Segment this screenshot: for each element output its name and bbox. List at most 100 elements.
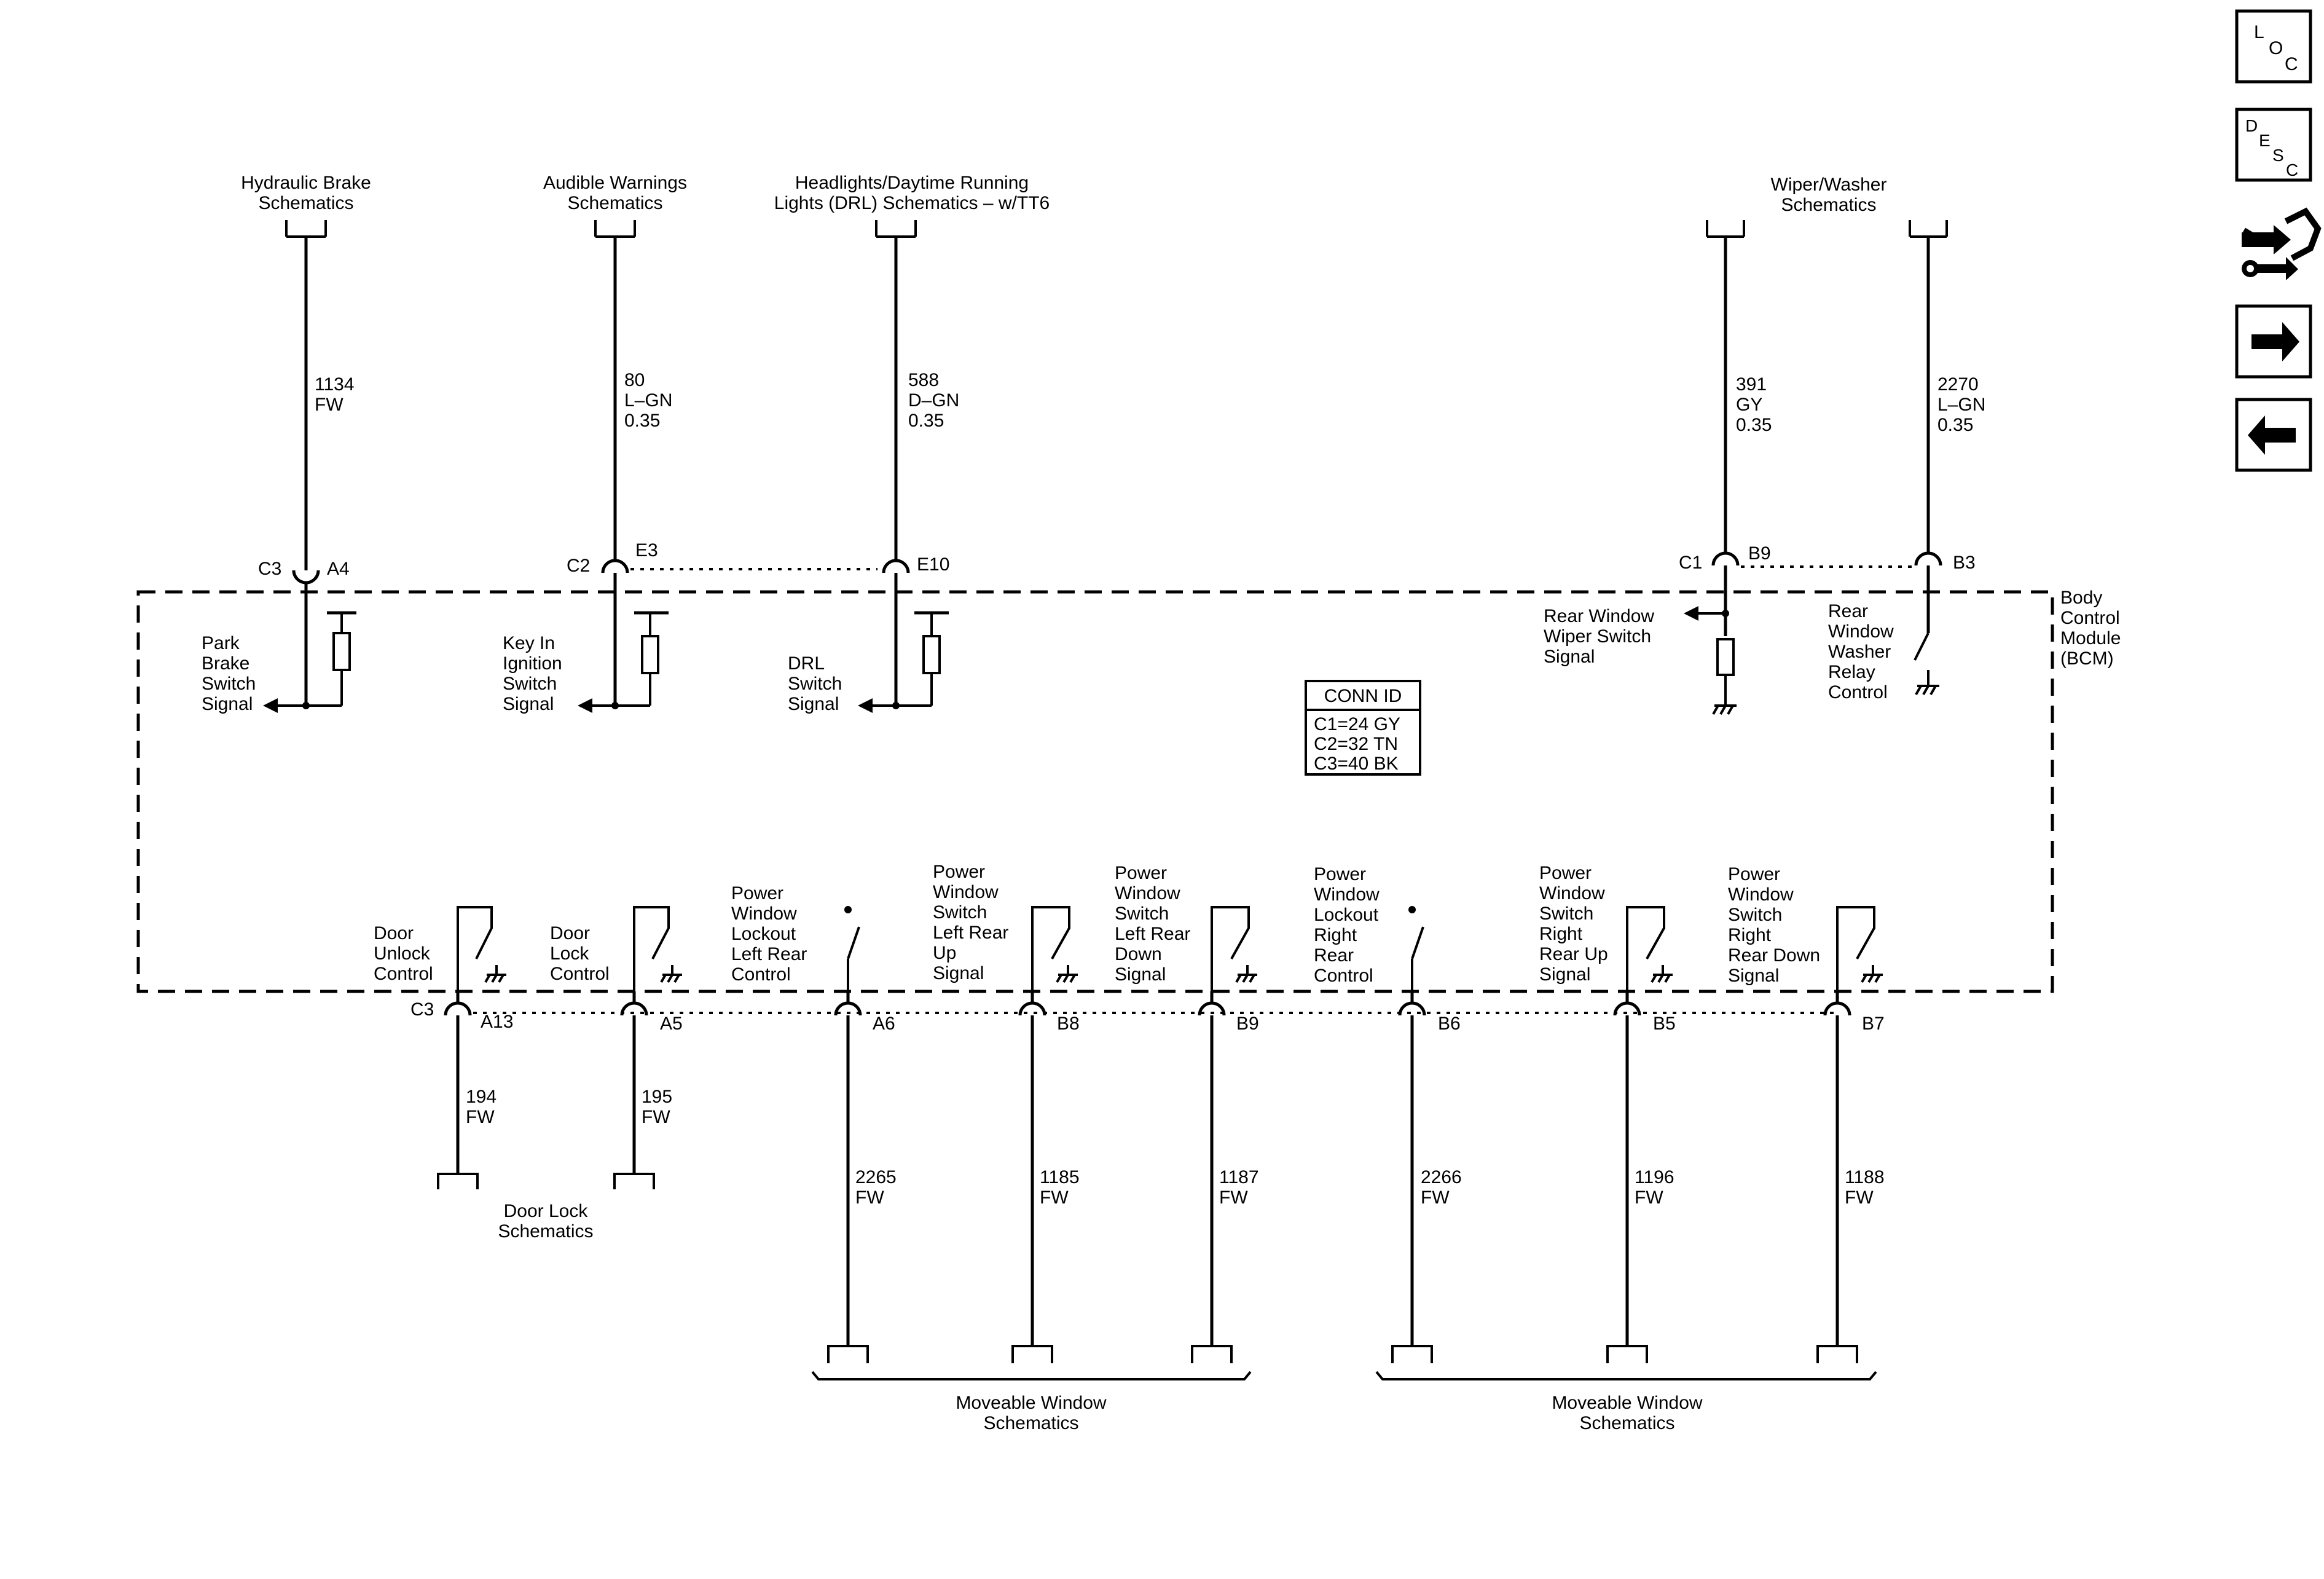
- svg-text:Window: Window: [1539, 883, 1605, 904]
- ref-audible-warnings-schematics[interactable]: Audible Warnings Schematics: [543, 173, 687, 213]
- svg-text:0.35: 0.35: [1736, 415, 1772, 435]
- svg-text:0.35: 0.35: [908, 411, 944, 431]
- ref-door-lock-schematics[interactable]: Door Lock Schematics: [498, 1201, 593, 1242]
- label-power-window-switch-left-rear-down-signal: Power Window Switch Left Rear Down Signa…: [1115, 863, 1190, 985]
- ref-hydraulic-brake-schematics[interactable]: Hydraulic Brake Schematics: [241, 173, 371, 213]
- svg-text:Unlock: Unlock: [374, 943, 431, 964]
- svg-text:Control: Control: [2060, 608, 2120, 628]
- svg-text:Switch: Switch: [1728, 905, 1782, 925]
- svg-text:Right: Right: [1728, 925, 1772, 945]
- loc-button[interactable]: L O C: [2235, 9, 2312, 84]
- label-power-window-switch-right-rear-up-signal: Power Window Switch Right Rear Up Signal: [1539, 863, 1608, 985]
- svg-text:Control: Control: [731, 964, 791, 985]
- svg-text:E3: E3: [635, 540, 658, 561]
- svg-text:FW: FW: [1421, 1187, 1450, 1208]
- ref-headlights-drl-schematics[interactable]: Headlights/Daytime Running Lights (DRL) …: [774, 173, 1050, 213]
- circuit-lockout-right-rear: [1391, 906, 1433, 1363]
- pin-b5: B5: [1653, 1014, 1676, 1034]
- svg-text:Signal: Signal: [202, 694, 253, 714]
- svg-text:Lockout: Lockout: [731, 924, 796, 944]
- svg-text:Switch: Switch: [933, 902, 987, 923]
- svg-text:0.35: 0.35: [624, 411, 660, 431]
- svg-text:Switch: Switch: [1539, 904, 1593, 924]
- ground-icon: [1056, 965, 1078, 983]
- svg-text:(BCM): (BCM): [2060, 648, 2114, 669]
- svg-text:Right: Right: [1314, 925, 1357, 945]
- svg-text:C2: C2: [567, 556, 590, 576]
- rear-wiper-pulldown: [1684, 606, 1737, 715]
- svg-text:FW: FW: [466, 1107, 495, 1127]
- signal-arrow-icon: [1684, 606, 1698, 621]
- svg-text:Washer: Washer: [1828, 642, 1891, 662]
- ref-moveable-window-schematics-right[interactable]: Moveable Window Schematics: [1552, 1393, 1702, 1433]
- svg-text:S: S: [2272, 146, 2284, 165]
- svg-text:B3: B3: [1953, 553, 1976, 573]
- svg-text:Moveable Window: Moveable Window: [1552, 1393, 1702, 1413]
- moveable-window-bracket-left: [811, 1371, 1252, 1380]
- svg-text:Signal: Signal: [933, 963, 984, 983]
- svg-text:Relay: Relay: [1828, 662, 1875, 682]
- svg-text:Rear: Rear: [1828, 601, 1868, 621]
- svg-text:Power: Power: [1728, 864, 1780, 884]
- svg-text:Door: Door: [374, 923, 414, 943]
- desc-button[interactable]: D E S C: [2235, 108, 2312, 182]
- svg-text:Lights (DRL) Schematics – w/TT: Lights (DRL) Schematics – w/TT6: [774, 193, 1050, 213]
- svg-text:Ignition: Ignition: [503, 653, 562, 674]
- svg-text:1134: 1134: [315, 374, 355, 395]
- svg-text:Up: Up: [933, 943, 956, 963]
- circuit-right-rear-up: [1606, 906, 1673, 1363]
- label-power-window-lockout-left-rear-control: Power Window Lockout Left Rear Control: [731, 883, 807, 985]
- svg-text:1188: 1188: [1845, 1167, 1885, 1187]
- svg-text:Signal: Signal: [1544, 647, 1595, 667]
- svg-text:Lockout: Lockout: [1314, 905, 1379, 925]
- label-power-window-switch-left-rear-up-signal: Power Window Switch Left Rear Up Signal: [933, 862, 1008, 983]
- svg-text:L–GN: L–GN: [1937, 395, 1985, 415]
- svg-text:Power: Power: [731, 883, 783, 904]
- svg-text:Schematics: Schematics: [567, 193, 662, 213]
- svg-text:1185: 1185: [1040, 1167, 1080, 1187]
- ground-icon: [1651, 965, 1673, 983]
- keyin-pullup: [578, 611, 669, 713]
- wire-80: 80 L–GN 0.35: [594, 220, 672, 561]
- svg-text:588: 588: [908, 370, 939, 390]
- ground-icon: [660, 965, 682, 983]
- svg-text:2270: 2270: [1937, 374, 1979, 395]
- svg-text:Door: Door: [550, 923, 590, 943]
- svg-text:2265: 2265: [855, 1167, 897, 1187]
- svg-text:Schematics: Schematics: [498, 1221, 593, 1242]
- svg-text:Rear: Rear: [1314, 945, 1354, 966]
- svg-text:L–GN: L–GN: [624, 390, 672, 411]
- svg-text:1196: 1196: [1635, 1167, 1674, 1187]
- svg-text:391: 391: [1736, 374, 1767, 395]
- label-rear-window-washer-relay-control: Rear Window Washer Relay Control: [1828, 601, 1894, 703]
- conn-id-table: CONN ID C1=24 GY C2=32 TN C3=40 BK: [1305, 680, 1421, 776]
- svg-text:Signal: Signal: [1728, 966, 1779, 986]
- svg-text:Schematics: Schematics: [258, 193, 353, 213]
- svg-text:Signal: Signal: [503, 694, 554, 714]
- label-park-brake-switch-signal: Park Brake Switch Signal: [202, 633, 256, 714]
- previous-arrow-button[interactable]: [2235, 398, 2312, 472]
- svg-text:Control: Control: [374, 964, 433, 984]
- bcm-boundary: [136, 590, 2054, 993]
- pin-b6: B6: [1438, 1014, 1461, 1034]
- next-arrow-button[interactable]: [2235, 304, 2312, 379]
- ref-moveable-window-schematics-left[interactable]: Moveable Window Schematics: [956, 1393, 1106, 1433]
- wire-2265: 2265 FW: [855, 1167, 897, 1208]
- svg-text:FW: FW: [1040, 1187, 1069, 1208]
- circuit-left-rear-up: [1011, 906, 1078, 1363]
- svg-text:Audible Warnings: Audible Warnings: [543, 173, 687, 193]
- svg-text:Control: Control: [1828, 682, 1888, 703]
- wire-1134: 1134 FW: [285, 220, 355, 559]
- bcm-label: Body Control Module (BCM): [2060, 588, 2121, 669]
- svg-text:Lock: Lock: [550, 943, 589, 964]
- svg-text:Module: Module: [2060, 628, 2121, 648]
- rear-washer-relay-switch: [1914, 632, 1939, 695]
- component-connector-icon[interactable]: [2242, 207, 2322, 280]
- svg-text:195: 195: [642, 1087, 672, 1107]
- ground-icon: [1915, 685, 1939, 695]
- ref-wiper-washer-schematics[interactable]: Wiper/Washer Schematics: [1771, 175, 1887, 215]
- connector-c3-a4: C3 A4: [258, 559, 350, 706]
- signal-arrow-icon: [263, 698, 278, 713]
- svg-text:Control: Control: [1314, 966, 1373, 986]
